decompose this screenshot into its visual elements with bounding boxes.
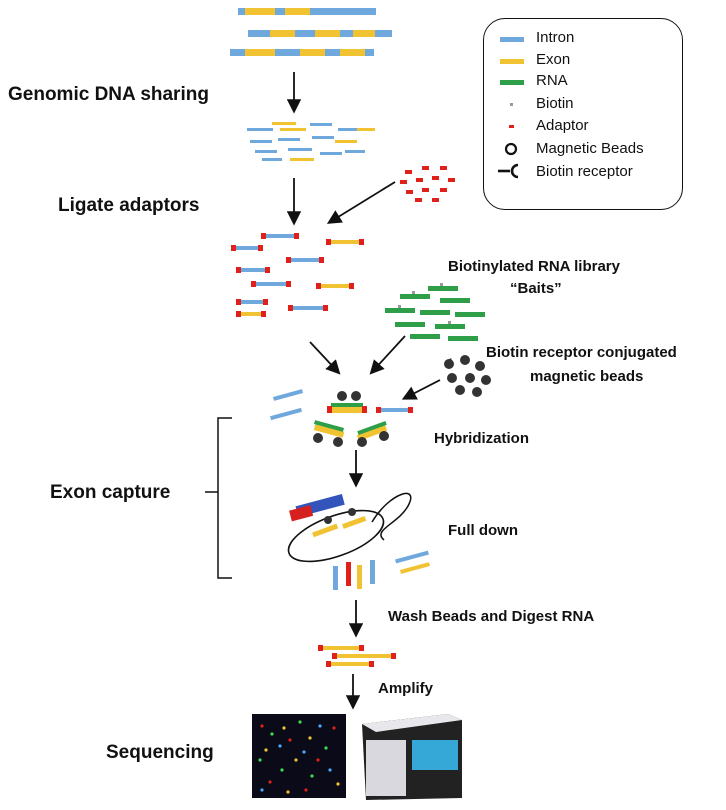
wash-label: Wash Beads and Digest RNA: [388, 608, 595, 625]
dna-strand: [248, 30, 392, 37]
exon-swatch: [500, 59, 524, 64]
bead-arrow: [401, 379, 441, 400]
legend-biotin: Biotin: [536, 95, 574, 112]
rna-swatch: [500, 80, 524, 85]
rna-baits: [385, 283, 485, 341]
legend: Intron Exon RNA Biotin Adaptor Magnetic …: [483, 18, 683, 210]
amplified-fragments: [318, 645, 396, 667]
legend-intron: Intron: [536, 29, 575, 46]
genomic-dna-strands: [230, 8, 392, 56]
hybridization-complex: [270, 389, 413, 447]
step-exon-capture: Exon capture: [50, 482, 171, 503]
sequencer-image: [362, 714, 462, 800]
flow-arrow: [309, 341, 341, 375]
magnetic-beads-cluster: [444, 355, 491, 397]
magnet-pulldown: [287, 492, 431, 590]
amplify-label: Amplify: [378, 680, 434, 697]
bait-arrow: [369, 335, 406, 375]
dna-strand: [230, 49, 374, 56]
biotin-receptor-swatch: [498, 163, 519, 179]
adaptor-arrow: [326, 181, 396, 224]
biotin-swatch: [510, 103, 513, 106]
legend-magnetic-beads: Magnetic Beads: [536, 140, 644, 157]
intron-swatch: [500, 37, 524, 42]
ligated-fragments: [231, 233, 364, 317]
legend-biotin-receptor: Biotin receptor: [536, 163, 633, 180]
sheared-fragments: [247, 122, 375, 161]
adaptor-cluster: [400, 166, 455, 202]
legend-exon: Exon: [536, 51, 571, 68]
legend-adaptor: Adaptor: [536, 117, 589, 134]
step-genomic-dna-sharing: Genomic DNA sharing: [8, 84, 209, 105]
adaptor-swatch: [509, 125, 514, 128]
baits-label-line1: Biotinylated RNA library: [448, 258, 620, 275]
dna-strand: [238, 8, 376, 15]
baits-label-line2: “Baits”: [510, 280, 562, 297]
legend-rna: RNA: [536, 72, 568, 89]
beads-label-line2: magnetic beads: [530, 368, 644, 385]
pull-down-label: Full down: [448, 522, 518, 539]
step-sequencing: Sequencing: [106, 742, 214, 763]
step-ligate-adaptors: Ligate adaptors: [58, 195, 200, 216]
flowcell-image: [252, 714, 346, 798]
magnetic-bead-swatch: [504, 142, 518, 156]
exon-capture-bracket: [217, 417, 232, 579]
hybridization-label: Hybridization: [434, 430, 530, 447]
beads-label-line1: Biotin receptor conjugated: [486, 344, 677, 361]
